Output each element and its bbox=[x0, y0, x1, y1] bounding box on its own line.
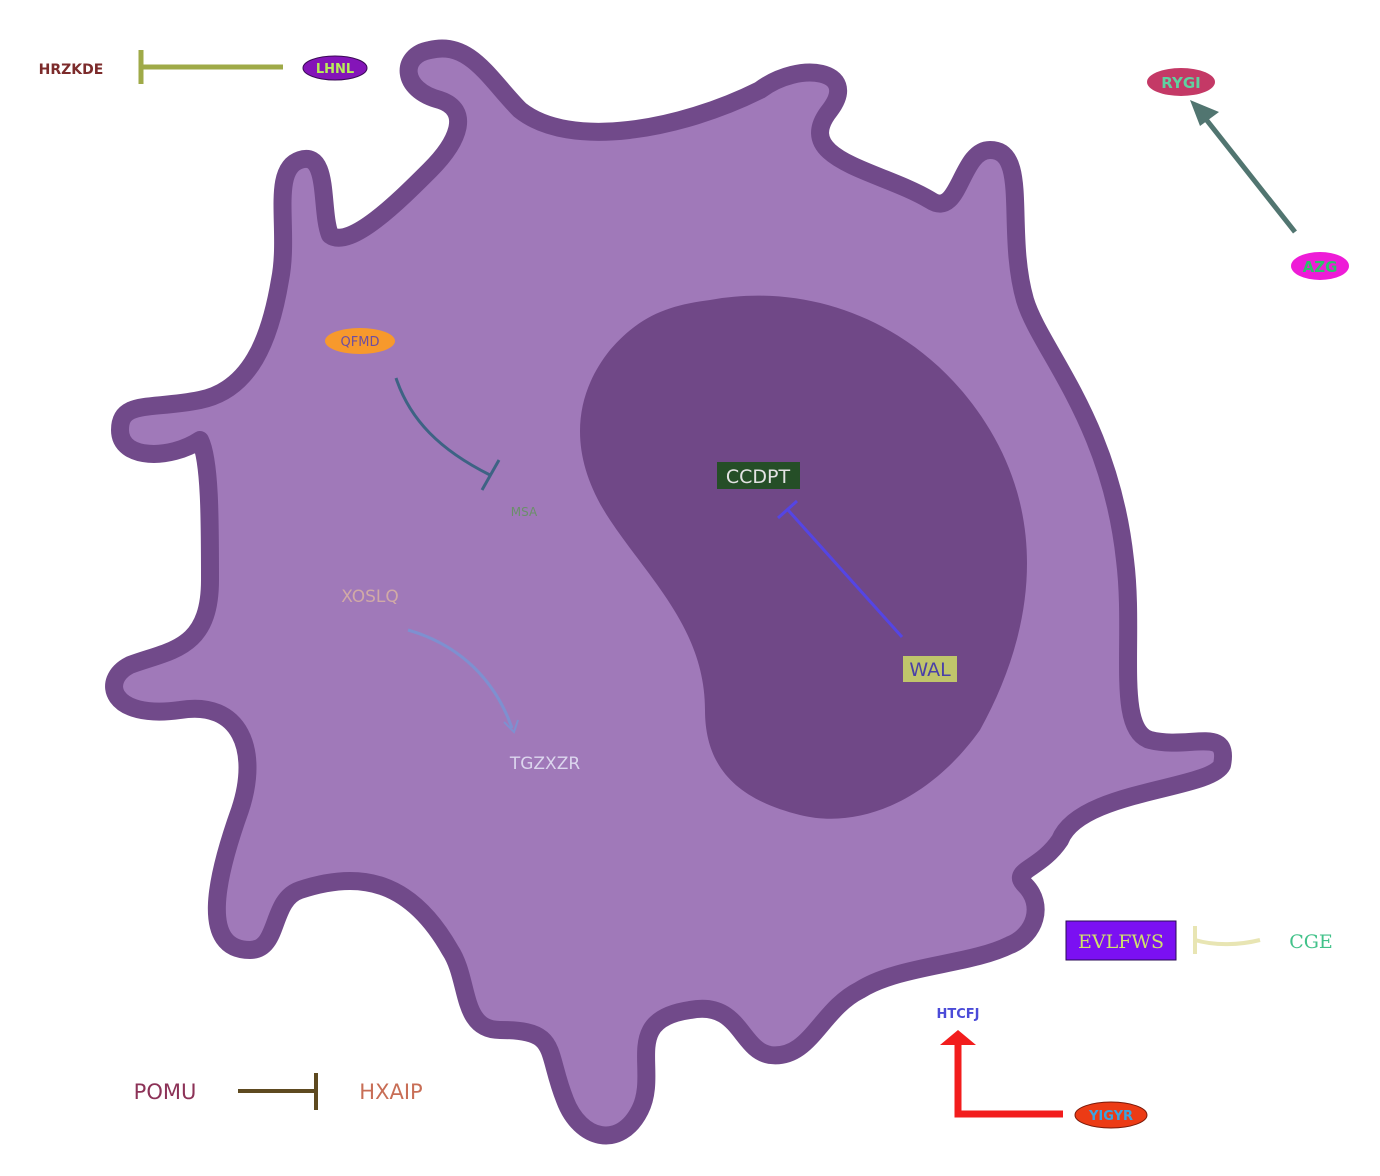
node-htcfj-label: HTCFJ bbox=[936, 1007, 979, 1022]
edge-wal-inhibits-ccdpt bbox=[776, 499, 904, 639]
node-yigyr: YIGYR bbox=[1074, 1101, 1148, 1129]
node-pomu-label: POMU bbox=[134, 1080, 197, 1104]
edge-lhnl-inhibits-hrzkde bbox=[138, 50, 283, 84]
edge-yigyr-activates-htcfj bbox=[940, 1030, 1063, 1118]
node-cge-label: CGE bbox=[1289, 931, 1333, 953]
node-hxaip-label: HXAIP bbox=[359, 1080, 422, 1104]
node-azg-label: AZG bbox=[1303, 258, 1338, 276]
node-rygi: RYGI bbox=[1147, 68, 1215, 96]
node-lhnl-label: LHNL bbox=[316, 62, 354, 77]
node-evlfws-label: EVLFWS bbox=[1078, 931, 1164, 953]
node-xoslq-label: XOSLQ bbox=[341, 587, 399, 607]
node-hrzkde-label: HRZKDE bbox=[39, 62, 104, 78]
node-yigyr-label: YIGYR bbox=[1088, 1109, 1133, 1124]
node-ccdpt-label: CCDPT bbox=[726, 466, 791, 488]
node-azg: AZG bbox=[1291, 252, 1349, 280]
node-msa-label: MSA bbox=[511, 505, 538, 519]
node-qfmd-label: QFMD bbox=[341, 335, 380, 350]
edge-xoslq-activates-tgzxzr bbox=[407, 628, 519, 734]
node-rygi-label: RYGI bbox=[1161, 74, 1201, 92]
node-ccdpt: CCDPT bbox=[717, 462, 800, 489]
node-lhnl: LHNL bbox=[302, 55, 368, 81]
edge-azg-activates-rygi bbox=[1190, 100, 1297, 234]
node-wal: WAL bbox=[903, 656, 957, 682]
node-qfmd: QFMD bbox=[325, 328, 395, 354]
edge-pomu-inhibits-hxaip bbox=[238, 1073, 318, 1110]
node-wal-label: WAL bbox=[909, 659, 951, 681]
edge-qfmd-inhibits-msa bbox=[394, 377, 501, 491]
nucleus bbox=[580, 295, 1028, 819]
edge-cge-inhibits-evlfws bbox=[1193, 926, 1261, 954]
node-evlfws: EVLFWS bbox=[1065, 920, 1177, 961]
node-tgzxzr-label: TGZXZR bbox=[509, 754, 580, 774]
